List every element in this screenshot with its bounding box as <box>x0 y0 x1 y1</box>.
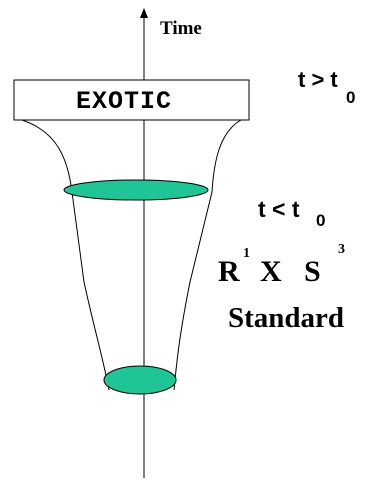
topology-s: S <box>304 255 321 288</box>
topology-x: X <box>260 255 282 288</box>
region-upper-label: t > t <box>298 67 338 92</box>
region-lower-subscript: 0 <box>316 211 326 230</box>
topology-s-superscript: 3 <box>338 242 345 257</box>
funnel-right-wall <box>173 119 242 391</box>
axis-label-time: Time <box>160 18 202 39</box>
topology-r-superscript: 1 <box>243 246 250 261</box>
region-lower-label: t < t <box>258 196 300 222</box>
funnel-left-wall <box>21 119 110 391</box>
topology-r: R <box>218 255 240 288</box>
lower-slice-disk <box>103 365 177 395</box>
exotic-box <box>13 79 250 121</box>
upper-slice-disk <box>63 179 209 201</box>
exotic-label: EXOTIC <box>76 87 173 116</box>
standard-label: Standard <box>228 302 345 334</box>
region-upper-subscript: 0 <box>346 88 356 107</box>
time-axis-arrowhead <box>140 8 148 18</box>
